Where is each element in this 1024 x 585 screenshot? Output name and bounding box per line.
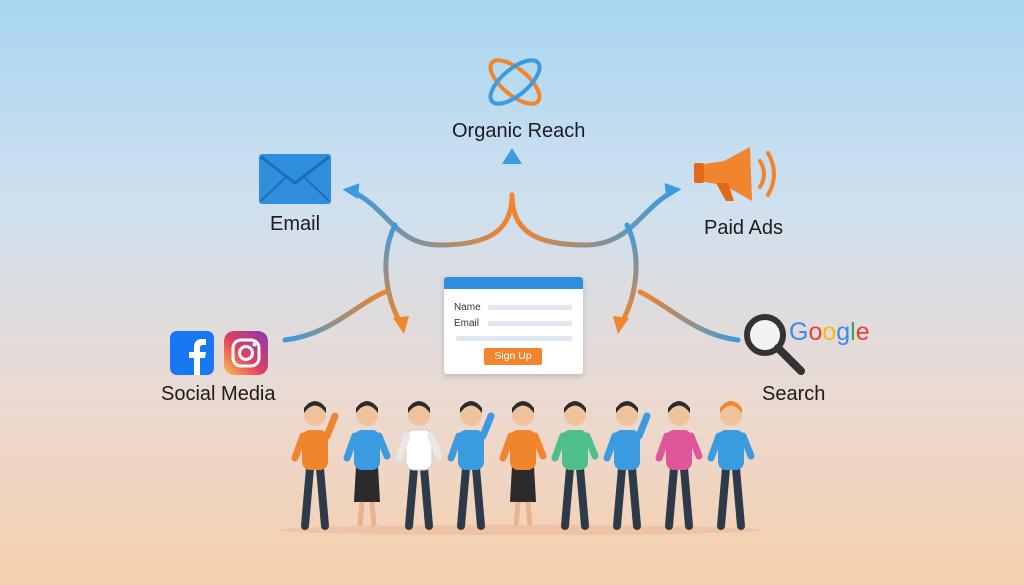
person-figure (447, 401, 495, 530)
email-field-label: Email (454, 318, 480, 329)
person-figure (395, 401, 443, 530)
arrowheads (342, 148, 682, 334)
signup-form: Name Email Sign Up (444, 277, 583, 374)
person-figure (603, 401, 651, 530)
person-figure (343, 401, 391, 527)
arc-right-down (619, 222, 639, 325)
arrowhead-right-down (613, 316, 629, 334)
arrowhead-paid (664, 182, 682, 199)
arc-search-in (637, 289, 741, 343)
audience-crowd (280, 401, 760, 535)
label-social-media: Social Media (161, 383, 276, 405)
sign-up-button[interactable]: Sign Up (484, 348, 542, 365)
label-organic-reach: Organic Reach (452, 120, 586, 142)
arc-left-down (383, 222, 403, 325)
envelope-icon (259, 154, 331, 204)
arc-upper-left (350, 189, 515, 248)
arc-upper-right (509, 189, 675, 248)
person-figure (291, 401, 339, 530)
person-figure (655, 401, 703, 530)
label-paid-ads: Paid Ads (704, 217, 783, 239)
person-figure (551, 401, 599, 530)
magnifier-icon (744, 314, 805, 375)
megaphone-icon (694, 147, 776, 201)
orbit-icon (488, 58, 542, 106)
facebook-icon (170, 331, 214, 375)
arrowhead-email (342, 183, 360, 199)
person-figure (499, 401, 547, 527)
arrowhead-left-down (393, 316, 409, 334)
email-field[interactable] (488, 321, 572, 326)
arrowhead-organic (502, 148, 522, 164)
form-header (444, 277, 583, 289)
name-field-label: Name (454, 302, 481, 313)
extra-field[interactable] (456, 336, 572, 341)
name-field[interactable] (488, 305, 572, 310)
instagram-icon (224, 331, 268, 375)
label-search: Search (762, 383, 826, 405)
label-email: Email (270, 213, 321, 235)
arc-social-in (282, 289, 388, 343)
person-figure (707, 401, 755, 530)
google-wordmark: Google (789, 318, 870, 346)
